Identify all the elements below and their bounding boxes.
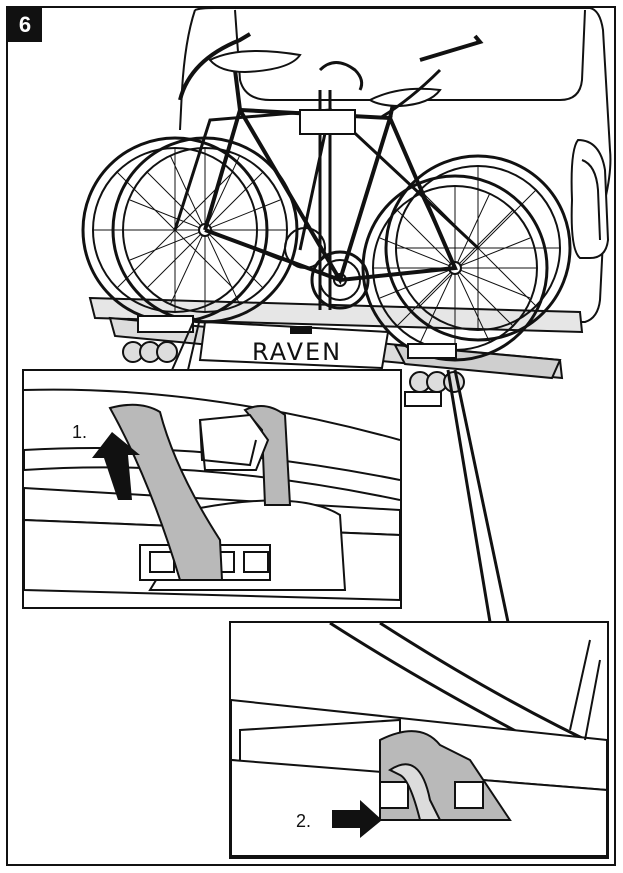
detail-panel-2: 2. (229, 621, 609, 859)
step-number-badge: 6 (8, 8, 42, 42)
arrow-up-icon (92, 432, 140, 500)
bicycles (81, 32, 572, 362)
license-plate: RAVEN (198, 320, 390, 370)
wheel-holders (137, 315, 457, 359)
callout-lines (171, 317, 510, 623)
strap-1 (108, 403, 224, 581)
detail-panel-1: 1. (22, 369, 402, 609)
car-rear (179, 7, 612, 323)
detail-2-label: 2. (296, 811, 311, 831)
arrow-right-icon (332, 800, 382, 838)
detail-1-label: 1. (72, 422, 87, 442)
plate-text: RAVEN (252, 338, 342, 366)
tail-light (570, 138, 610, 259)
